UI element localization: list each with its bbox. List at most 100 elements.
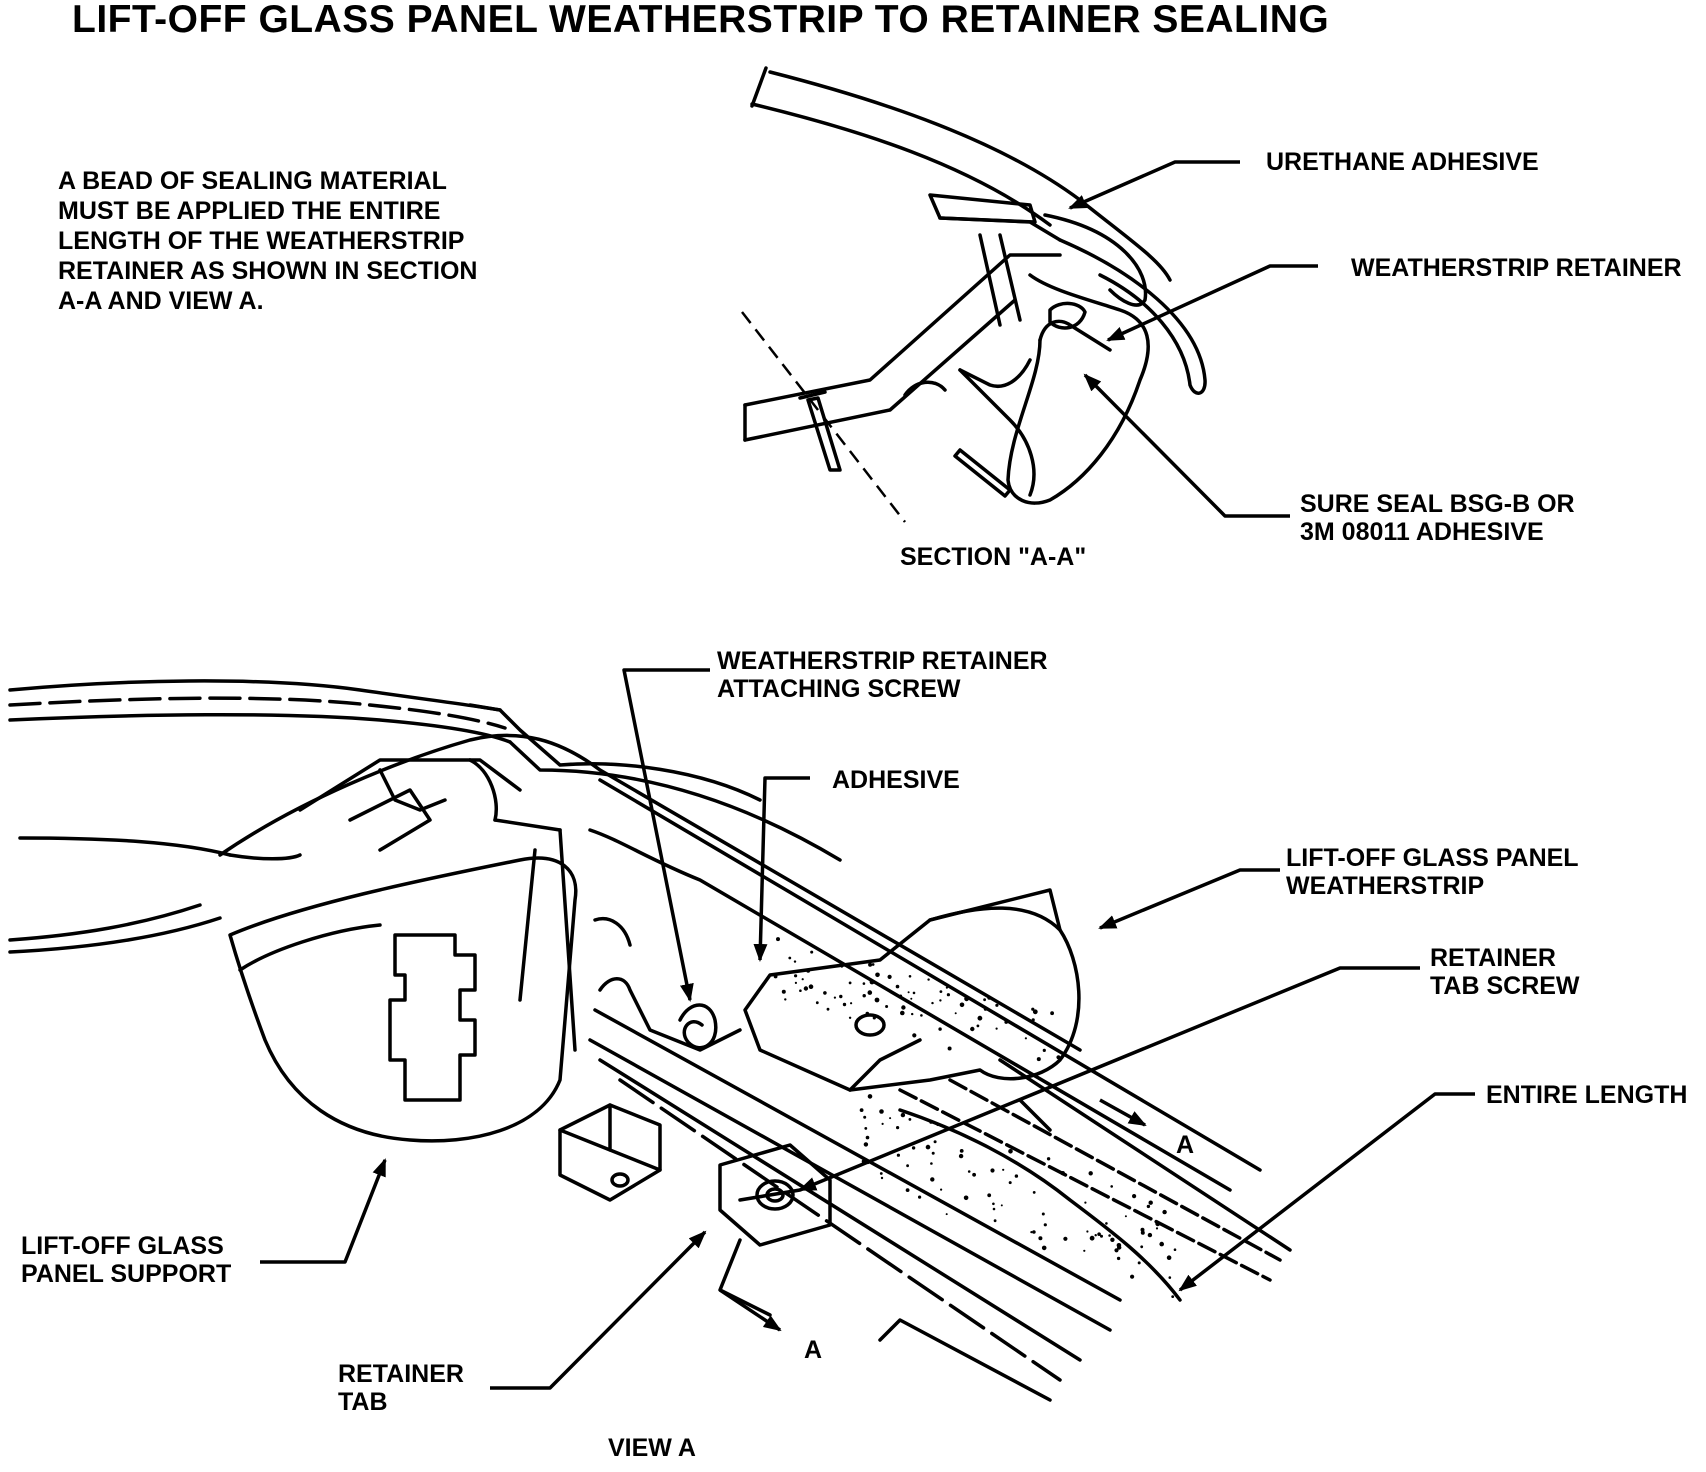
label-support-line: LIFT-OFF GLASS: [21, 1232, 224, 1260]
stipple-dot: [1097, 1232, 1101, 1236]
stipple-dot: [867, 1094, 873, 1099]
section-mark-a-bottom: A: [804, 1336, 823, 1364]
section-aa-drawing: [743, 66, 1207, 505]
stipple-dot: [1094, 1234, 1097, 1237]
stipple-dot: [879, 1109, 884, 1114]
leader-lines: [260, 160, 1475, 1390]
stipple-dot: [867, 990, 873, 995]
leader-weatherstrip: [1098, 868, 1280, 930]
stipple-dot: [869, 979, 875, 985]
stipple-dot: [987, 1193, 992, 1198]
stipple-dot: [1083, 1249, 1086, 1252]
leader-section-a-bottom: [719, 1288, 782, 1332]
stipple-dot: [945, 1213, 948, 1216]
label-sure-seal-line: SURE SEAL BSG-B OR: [1300, 490, 1575, 518]
stipple-dot: [1056, 1055, 1061, 1060]
section-aa-caption: SECTION "A-A": [900, 543, 1087, 571]
stipple-dot: [1038, 1236, 1043, 1241]
stipple-dot: [931, 1151, 935, 1155]
stipple-dot: [958, 1153, 964, 1159]
stipple-dot: [840, 965, 844, 968]
stipple-dot: [1032, 1230, 1036, 1234]
label-weatherstrip-line: LIFT-OFF GLASS PANEL: [1286, 844, 1579, 872]
stipple-dot: [1166, 1255, 1172, 1260]
stipple-dot: [874, 997, 880, 1003]
stipple-dot: [1173, 1248, 1177, 1251]
stipple-dot: [885, 1005, 889, 1008]
stipple-dot: [983, 998, 986, 1002]
stipple-dot: [929, 1120, 933, 1124]
stipple-dot: [896, 1153, 901, 1157]
stipple-dot: [1124, 1215, 1127, 1218]
stipple-dot: [910, 997, 913, 1000]
stipple-dot: [781, 989, 786, 994]
stipple-dot: [773, 974, 778, 979]
stipple-dot: [823, 991, 827, 995]
label-weatherstrip-line: WEATHERSTRIP: [1286, 872, 1485, 900]
stipple-dot: [1162, 1209, 1167, 1215]
stipple-dot: [1114, 1248, 1119, 1253]
stipple-dot: [911, 1146, 916, 1150]
stipple-dot: [987, 995, 992, 1000]
stipple-dot: [875, 972, 880, 978]
stipple-dot: [896, 1126, 900, 1130]
stipple-dot: [931, 1001, 934, 1005]
label-urethane-adhesive: URETHANE ADHESIVE: [1266, 148, 1539, 176]
stipple-dot: [842, 1002, 847, 1007]
stipple-dot: [992, 1202, 995, 1206]
label-tab-screw-line: RETAINER: [1430, 944, 1556, 972]
stipple-dot: [879, 1172, 883, 1175]
sealing-note: A BEAD OF SEALING MATERIAL MUST BE APPLI…: [58, 166, 477, 316]
stipple-dot: [976, 1024, 980, 1028]
view-a-drawing: [8, 679, 1292, 1402]
stipple-dot: [938, 1027, 942, 1031]
leader-section-a-top: [1099, 1098, 1147, 1127]
stipple-dot: [863, 1142, 869, 1147]
stipple-dot: [1046, 1157, 1051, 1161]
stipple-dot: [784, 998, 787, 1001]
stipple-dot: [801, 978, 804, 981]
stipple-dot: [947, 1046, 952, 1051]
stipple-dot: [833, 996, 837, 999]
stipple-dot: [940, 1188, 943, 1191]
stipple-dot: [970, 1026, 975, 1032]
stipple-dot: [925, 1144, 931, 1150]
stipple-dot: [810, 950, 814, 954]
stipple-dot: [808, 984, 814, 989]
stipple-dot: [1086, 1230, 1089, 1233]
leader-sure-seal: [1083, 373, 1290, 518]
stipple-dot: [945, 986, 949, 989]
stipple-dot: [1108, 1234, 1111, 1237]
stipple-dot: [1130, 1274, 1135, 1279]
stipple-dot: [1030, 1231, 1033, 1234]
stipple-dot: [1024, 1037, 1027, 1040]
page-title: LIFT-OFF GLASS PANEL WEATHERSTRIP TO RET…: [72, 0, 1330, 41]
stipple-dot: [993, 1219, 997, 1223]
stipple-dot: [881, 1122, 884, 1125]
stipple-dot: [977, 1015, 983, 1021]
stipple-dot: [806, 968, 811, 973]
stipple-dot: [964, 996, 969, 1002]
stipple-dot: [794, 981, 798, 985]
stipple-dot: [995, 1027, 998, 1030]
label-sure-seal-line: 3M 08011 ADHESIVE: [1300, 518, 1544, 546]
stipple-dot: [1041, 1245, 1047, 1251]
sealing-note-line: MUST BE APPLIED THE ENTIRE: [58, 197, 441, 225]
stipple-dot: [906, 1164, 909, 1168]
leader-retainer-tab: [490, 1230, 707, 1390]
stipple-dot: [776, 937, 780, 942]
stipple-dot: [1014, 1174, 1019, 1178]
stipple-dot: [1147, 1232, 1153, 1238]
stipple-dot: [1041, 1212, 1045, 1216]
label-weatherstrip: LIFT-OFF GLASS PANEL WEATHERSTRIP: [1286, 844, 1579, 900]
stipple-dot: [1148, 1200, 1153, 1205]
leader-weatherstrip-retainer: [1106, 264, 1318, 342]
stipple-dot: [1060, 1171, 1066, 1176]
stipple-dot: [912, 1033, 917, 1038]
label-attaching-screw-line: WEATHERSTRIP RETAINER: [717, 647, 1048, 675]
stipple-dot: [1088, 1171, 1093, 1176]
stipple-dot: [1155, 1221, 1161, 1227]
stipple-dot: [1140, 1245, 1144, 1249]
stipple-dot: [895, 984, 900, 989]
